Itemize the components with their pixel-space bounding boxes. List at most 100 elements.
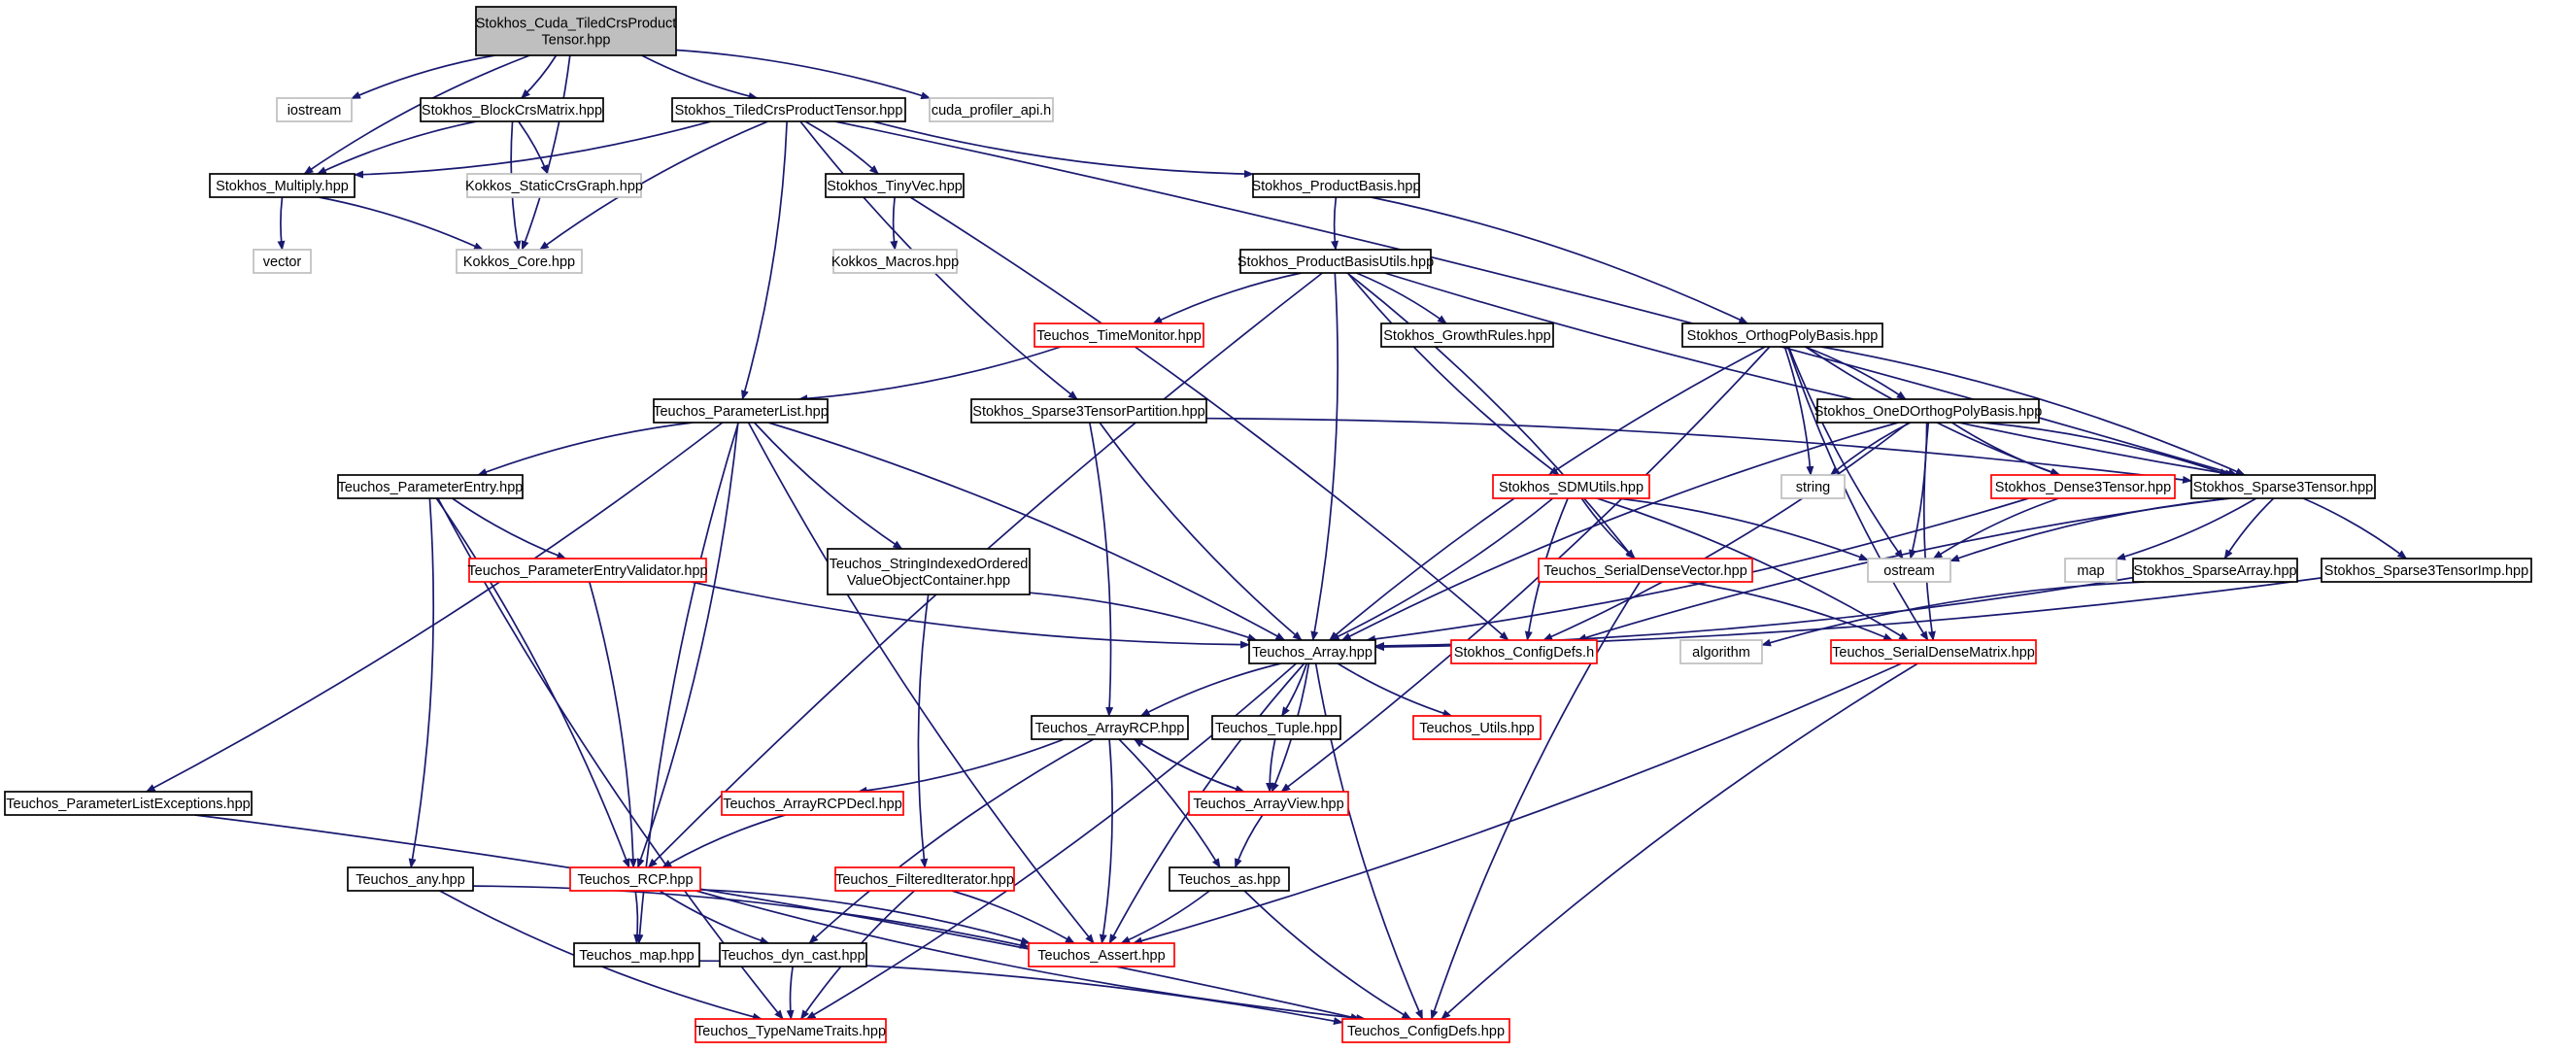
node-label: Teuchos_FilteredIterator.hpp [835,872,1014,888]
node-label: Teuchos_StringIndexedOrdered [830,557,1029,572]
edge-multiply-to-vector [277,196,286,251]
node-tconfig: Teuchos_ConfigDefs.hpp [1341,1018,1510,1043]
node-aview: Teuchos_ArrayView.hpp [1188,791,1349,816]
node-box [253,249,312,274]
edge-timemon-to-plist [797,346,1062,403]
edge-pbutils-to-sdmutils [1346,272,1560,476]
node-label: Teuchos_as.hpp [1178,872,1281,888]
edge-plist-to-sivoc [753,422,903,550]
node-sdvec: Teuchos_SerialDenseVector.hpp [1538,558,1753,583]
node-label: Teuchos_dyn_cast.hpp [721,948,864,964]
node-box [2190,474,2376,499]
node-label: Teuchos_ParameterListExceptions.hpp [6,797,250,812]
node-iostream: iostream [276,97,353,122]
node-box [1538,558,1753,583]
node-box [1681,322,1883,348]
node-s3part: Stokhos_Sparse3TensorPartition.hpp [970,398,1207,424]
node-label: Teuchos_Array.hpp [1252,645,1373,661]
edge-arcp-to-arcpdecl [857,738,1065,795]
node-box [929,97,1054,122]
edge-sparse3-to-s3imp [2302,497,2408,560]
edge-sdvec-to-tconfig [1430,581,1642,1020]
node-box [1492,474,1650,499]
edge-tiledcrs-to-kcore [538,120,769,251]
node-label: Teuchos_ConfigDefs.hpp [1347,1024,1505,1039]
node-label: Teuchos_Tuple.hpp [1215,721,1338,736]
node-timemon: Teuchos_TimeMonitor.hpp [1034,322,1204,348]
edge-prodbasis-to-pbutils [1331,196,1339,251]
edge-dense3-to-ostream [1932,497,2059,560]
node-arcpdecl: Teuchos_ArrayRCPDecl.hpp [721,791,904,816]
node-box [420,97,604,122]
node-label: iostream [288,103,342,119]
edge-oned-to-configdefs [1542,422,1910,641]
node-root: Stokhos_Cuda_TiledCrsProductTensor.hpp [475,6,677,56]
node-box [468,558,707,583]
node-box [1034,322,1204,348]
node-box [2321,558,2532,583]
edge-array-to-tconfig [1314,662,1424,1020]
edge-oned-to-dense3 [1951,422,2060,476]
node-label: Teuchos_Assert.hpp [1037,948,1165,964]
node-label: Stokhos_Sparse3TensorImp.hpp [2324,563,2528,579]
edge-pentry-to-any [408,497,435,868]
node-label: Kokkos_Macros.hpp [831,255,959,270]
node-staticcrs: Kokkos_StaticCrsGraph.hpp [465,173,643,198]
node-label: Stokhos_ProductBasisUtils.hpp [1237,255,1434,270]
edge-root-to-blockcrs [521,54,558,99]
edge-orthog-to-ostream [1787,346,1904,560]
node-sparsearr: Stokhos_SparseArray.hpp [2132,558,2298,583]
node-label: Tensor.hpp [542,33,611,49]
node-orthog: Stokhos_OrthogPolyBasis.hpp [1681,322,1883,348]
node-box [209,173,356,198]
node-oned: Stokhos_OneDOrthogPolyBasis.hpp [1814,398,2042,424]
node-label: Teuchos_any.hpp [356,872,465,888]
edge-blockcrs-to-multiply [316,120,477,175]
node-box [2064,558,2118,583]
node-box [1239,249,1432,274]
edge-orthog-to-aview [1280,346,1771,793]
node-label: Teuchos_ArrayRCP.hpp [1035,721,1185,736]
node-kcore: Kokkos_Core.hpp [456,249,583,274]
node-label: Teuchos_TypeNameTraits.hpp [695,1024,886,1039]
edge-sdmutils-to-array [1329,497,1554,641]
edge-rcp-to-dyncast [659,890,770,944]
edge-plist-to-tassert [747,422,1095,944]
node-label: ostream [1883,563,1934,579]
edge-pbutils-to-growth [1356,272,1447,324]
edge-rcp-to-tmap [633,890,642,944]
edge-sparsearr-to-algorithm [1761,581,2145,647]
node-blockcrs: Stokhos_BlockCrsMatrix.hpp [420,97,604,122]
node-growth: Stokhos_GrowthRules.hpp [1380,322,1554,348]
node-tuple: Teuchos_Tuple.hpp [1211,715,1341,740]
edge-sparse3-to-ostream [1949,497,2231,562]
edge-array-to-tutils [1337,662,1453,718]
node-sivoc: Teuchos_StringIndexedOrderedValueObjectC… [827,548,1031,595]
edge-sparse3-to-sparsearr [2223,497,2275,560]
node-sdmat: Teuchos_SerialDenseMatrix.hpp [1830,639,2037,664]
node-box [1169,866,1290,892]
node-box [1028,942,1175,967]
node-label: algorithm [1692,645,1750,661]
node-label: Teuchos_SerialDenseMatrix.hpp [1832,645,2035,661]
node-pentry: Teuchos_ParameterEntry.hpp [337,474,524,499]
node-label: Teuchos_ArrayRCPDecl.hpp [723,797,902,812]
edge-pbutils-to-sparse3 [1384,272,2235,478]
node-box [834,866,1015,892]
edge-sparsearr-to-array [1374,576,2134,650]
node-plist: Teuchos_ParameterList.hpp [653,398,829,424]
node-box [1816,398,2040,424]
node-label: Teuchos_ArrayView.hpp [1193,797,1343,812]
node-label: Teuchos_ParameterEntry.hpp [338,480,524,495]
node-label: map [2077,563,2104,579]
node-label: Stokhos_ProductBasis.hpp [1251,179,1420,194]
node-prodbasis: Stokhos_ProductBasis.hpp [1251,173,1421,198]
node-label: cuda_profiler_api.h [932,103,1051,119]
node-label: Stokhos_SDMUtils.hpp [1499,480,1644,495]
edge-blockcrs-to-staticcrs [518,120,549,175]
edge-root-to-cudaprof [675,49,932,100]
node-box [569,866,701,892]
edge-orthog-to-oned [1804,346,1907,400]
node-label: Teuchos_SerialDenseVector.hpp [1543,563,1747,579]
